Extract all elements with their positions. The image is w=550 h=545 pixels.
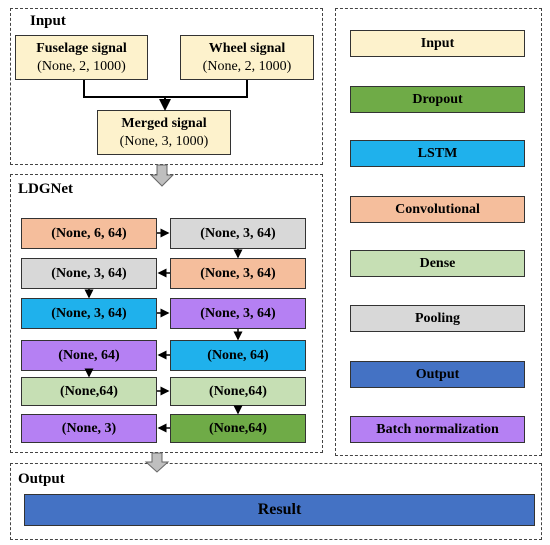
legend-panel [335, 8, 542, 456]
ldgnet-left-box-4: (None, 64) [21, 340, 157, 371]
input-panel-title: Input [30, 13, 66, 29]
wheel-signal-shape: (None, 2, 1000) [202, 58, 292, 74]
legend-input: Input [350, 30, 525, 57]
fuselage-signal-label: Fuselage signal [36, 40, 127, 56]
ldgnet-right-box-6: (None,64) [170, 414, 306, 443]
legend-dropout: Dropout [350, 86, 525, 113]
ldgnet-left-box-5: (None,64) [21, 377, 157, 406]
ldgnet-to-output-block-arrow [144, 452, 170, 473]
ldgnet-left-box-1: (None, 6, 64) [21, 218, 157, 249]
legend-convolutional: Convolutional [350, 196, 525, 223]
legend-dense: Dense [350, 250, 525, 277]
input-to-ldgnet-block-arrow [149, 164, 175, 187]
legend-output: Output [350, 361, 525, 388]
legend-pooling: Pooling [350, 305, 525, 332]
merge-line-left [83, 80, 85, 97]
merged-signal-box: Merged signal (None, 3, 1000) [97, 110, 231, 155]
legend-lstm: LSTM [350, 140, 525, 167]
ldgnet-left-box-3: (None, 3, 64) [21, 298, 157, 329]
ldgnet-right-box-4: (None, 64) [170, 340, 306, 371]
ldgnet-left-box-6: (None, 3) [21, 414, 157, 443]
merge-line-right [246, 80, 248, 97]
legend-batch-normalization: Batch normalization [350, 416, 525, 443]
ldgnet-right-box-5: (None,64) [170, 377, 306, 406]
ldgnet-right-box-3: (None, 3, 64) [170, 298, 306, 329]
wheel-signal-label: Wheel signal [208, 40, 286, 56]
merged-signal-label: Merged signal [121, 115, 207, 131]
fuselage-signal-box: Fuselage signal (None, 2, 1000) [15, 35, 148, 80]
output-panel [10, 463, 542, 540]
result-box: Result [24, 494, 535, 526]
wheel-signal-box: Wheel signal (None, 2, 1000) [180, 35, 314, 80]
ldgnet-panel-title: LDGNet [18, 181, 73, 197]
merged-signal-shape: (None, 3, 1000) [119, 133, 209, 149]
ldgnet-right-box-2: (None, 3, 64) [170, 258, 306, 289]
ldgnet-right-box-1: (None, 3, 64) [170, 218, 306, 249]
fuselage-signal-shape: (None, 2, 1000) [37, 58, 126, 74]
ldgnet-left-box-2: (None, 3, 64) [21, 258, 157, 289]
output-panel-title: Output [18, 471, 65, 487]
